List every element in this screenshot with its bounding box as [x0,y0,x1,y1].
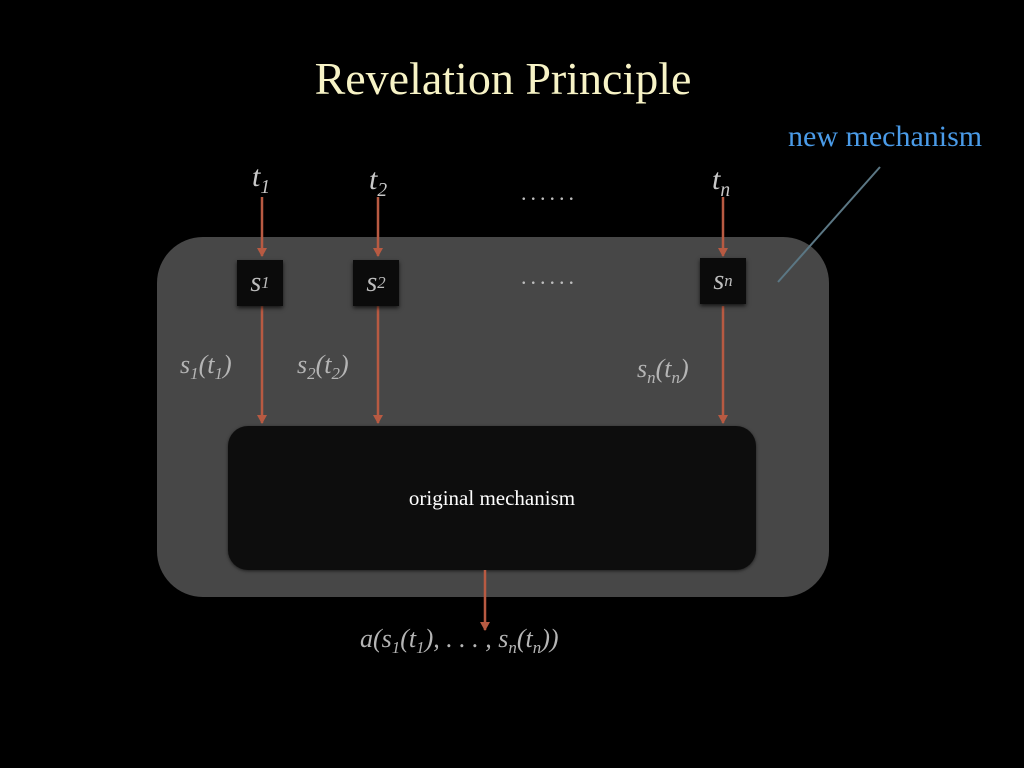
input-label-tn: tn [712,163,731,201]
slide-title: Revelation Principle [314,53,692,104]
strategy-output-sn-tn: sn(tn) [637,354,689,388]
callout-line [777,166,881,283]
original-mechanism-label: original mechanism [408,486,576,510]
strategy-output-s2-t2: s2(t2) [297,350,349,384]
outcome-formula: a(s1(t1), . . . , sn(tn)) [360,624,559,658]
new-mechanism-label: new mechanism [788,120,983,153]
input-label-t1: t1 [252,160,271,198]
strategy-output-s1-t1: s1(t1) [180,350,232,384]
ellipsis-middle: ...... [521,264,578,289]
input-label-t2: t2 [369,163,388,201]
ellipsis-top: ...... [521,180,578,205]
original-mechanism-box: original mechanism [228,426,756,570]
